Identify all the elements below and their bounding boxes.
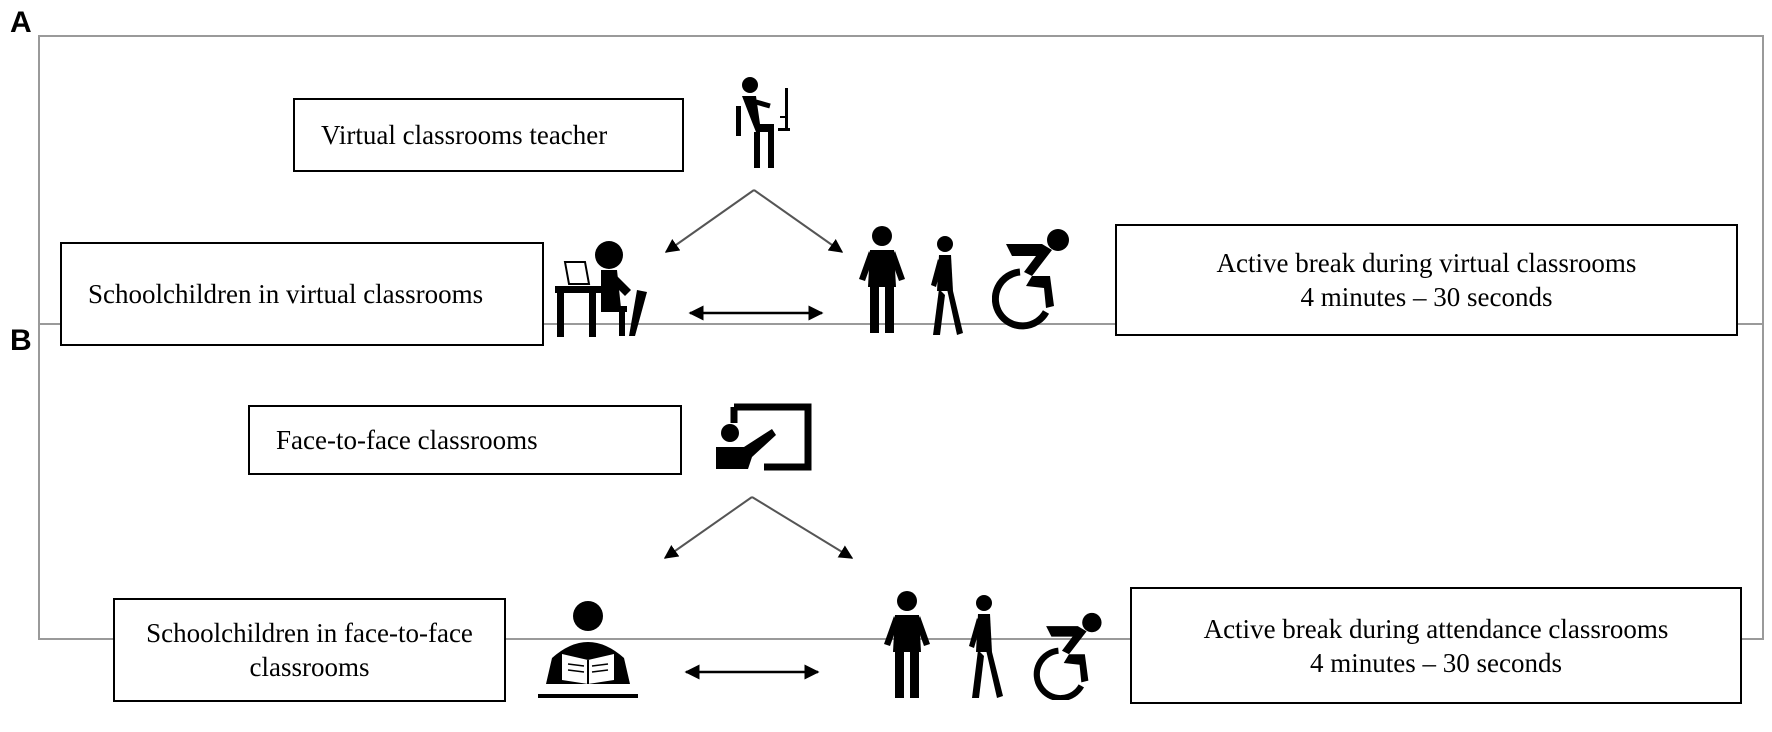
standing-person-icon (859, 226, 905, 333)
panel-a-letter: A (10, 6, 32, 39)
panel-b-students-box: Schoolchildren in face-to-face classroom… (113, 598, 506, 702)
student-at-desk-icon (555, 241, 647, 337)
panel-a-break-line1: Active break during virtual classrooms (1216, 248, 1637, 278)
wheelchair-user-icon (1033, 612, 1102, 700)
panel-b-letter: B (10, 324, 32, 357)
walking-person-icon (931, 236, 963, 335)
panel-a-students-box: Schoolchildren in virtual classrooms (60, 242, 544, 346)
panel-a-students-label: Schoolchildren in virtual classrooms (88, 279, 484, 309)
panel-a-teacher-box: Virtual classrooms teacher (293, 98, 684, 172)
panel-b-break-line1: Active break during attendance classroom… (1203, 613, 1669, 644)
panel-b-break-line2: 4 minutes – 30 seconds (1310, 647, 1562, 678)
teacher-at-computer-icon (736, 77, 790, 168)
wheelchair-user-icon (992, 229, 1069, 330)
panel-a-arrow-to-students (664, 189, 755, 253)
panel-b-break-box: Active break during attendance classroom… (1130, 587, 1742, 704)
student-reading-icon (538, 601, 638, 698)
teacher-at-board-icon (716, 403, 812, 471)
panel-b-arrow-to-students (663, 496, 753, 559)
panel-b-students-label: Schoolchildren in face-to-face classroom… (146, 618, 473, 682)
panel-b-teacher-label: Face-to-face classrooms (276, 425, 538, 455)
panel-a-teacher-label: Virtual classrooms teacher (321, 120, 608, 150)
panel-a-arrow-to-break (753, 189, 844, 253)
panel-b-teacher-box: Face-to-face classrooms (248, 405, 682, 475)
standing-person-icon (884, 591, 930, 698)
panel-b-arrow-to-break (751, 496, 854, 559)
panel-a-break-line2: 4 minutes – 30 seconds (1300, 282, 1553, 312)
panel-a-break-box: Active break during virtual classrooms 4… (1115, 224, 1738, 336)
walking-person-icon (969, 595, 1003, 698)
